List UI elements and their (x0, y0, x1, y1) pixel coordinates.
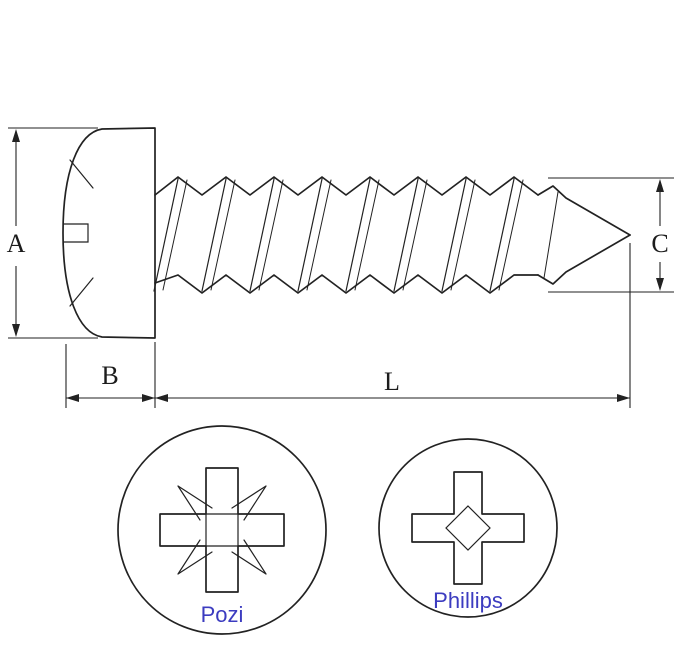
dim-c-label: C (651, 229, 668, 258)
phillips-cross-outline (411, 471, 525, 585)
pozi-circle (117, 425, 327, 635)
pozi-label: Pozi (201, 602, 244, 627)
dim-c-extension-lines (548, 177, 674, 293)
dim-c-arrow-down (656, 278, 664, 291)
pozi-diagonal-wedges (177, 485, 267, 575)
pozi-drive-view: Pozi (117, 425, 327, 635)
phillips-circle (378, 438, 558, 618)
dim-a-label: A (7, 229, 26, 258)
phillips-label: Phillips (433, 588, 503, 613)
dim-a-arrow-down (12, 324, 20, 337)
screw-head-outline (62, 127, 156, 339)
thread-crest-lines (153, 178, 524, 292)
dimension-a: A (7, 127, 98, 339)
dim-l-arrow-right (617, 394, 630, 402)
dim-l-arrow-left (155, 394, 168, 402)
dim-b-arrow-left (66, 394, 79, 402)
screw-tip-top (537, 185, 631, 236)
dim-a-arrow-up (12, 129, 20, 142)
dim-l-label: L (384, 367, 400, 396)
phillips-center-square (445, 505, 491, 551)
head-recess-side-marks (63, 159, 94, 307)
dimension-c: C (548, 177, 674, 293)
screw-tip-bottom (537, 234, 631, 285)
screw-tip-thread-line (543, 191, 559, 279)
screw-side-view (62, 127, 631, 339)
shank-top-edge (154, 176, 539, 196)
dim-b-label: B (101, 361, 118, 390)
dim-c-arrow-up (656, 179, 664, 192)
pozi-center-square (205, 513, 239, 547)
dim-b-arrow-right (142, 394, 155, 402)
phillips-drive-view: Phillips (378, 438, 558, 618)
dimension-b: B (65, 342, 156, 408)
dim-a-extension-lines (8, 127, 98, 339)
dim-b-extension-lines (65, 342, 156, 408)
shank-bottom-edge (154, 274, 539, 294)
dimension-l: L (155, 243, 631, 408)
